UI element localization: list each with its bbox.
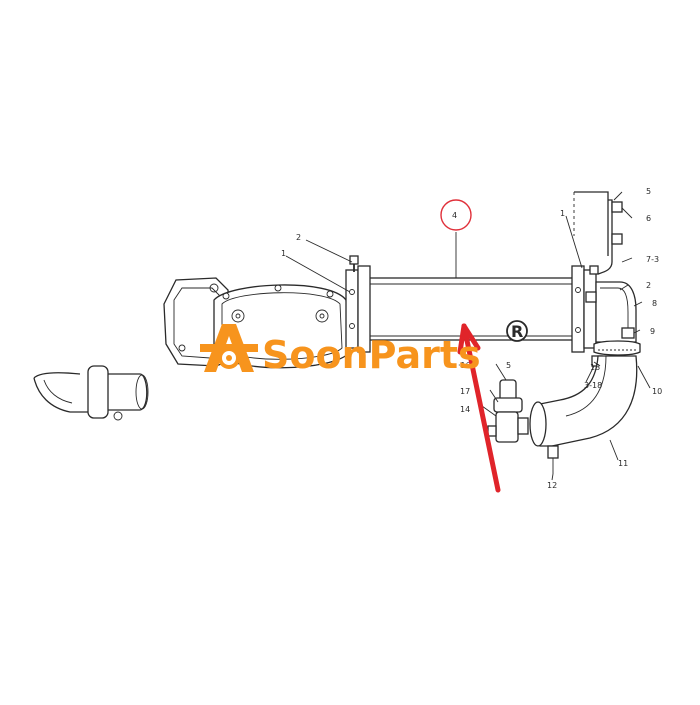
callout-5-mid: 5	[506, 361, 511, 370]
elbow-pipe	[529, 355, 638, 474]
part-highlight-circle	[440, 199, 472, 231]
pipe-clamp	[487, 379, 529, 443]
callout-11: 11	[618, 459, 628, 468]
left-elbow-fragment	[33, 365, 149, 421]
registered-mark-icon	[506, 320, 528, 342]
callout-5-top: 5	[646, 187, 651, 196]
callout-1-left: 1	[281, 249, 286, 258]
callout-2-left: 2	[296, 233, 301, 242]
callout-7-3: 7-3	[646, 255, 659, 264]
callout-6: 6	[646, 214, 651, 223]
main-body-cylinder	[365, 277, 587, 341]
right-body-flange	[571, 265, 597, 353]
registered-mark-letter: R	[511, 322, 523, 341]
callout-2-right: 2	[646, 281, 651, 290]
callout-10: 10	[652, 387, 662, 396]
soonparts-watermark: SoonParts R	[200, 320, 528, 377]
support-bracket	[573, 191, 623, 275]
callout-3-18: 3-18	[584, 381, 602, 390]
callout-12: 12	[547, 481, 557, 490]
callout-16: ·16	[458, 361, 471, 370]
callout-9: 9	[650, 327, 655, 336]
callout-4: 4	[452, 211, 457, 220]
leader-lines	[285, 191, 651, 481]
red-pointer-arrow	[457, 323, 501, 493]
callout-17: 17	[460, 387, 470, 396]
callout-14: 14	[460, 405, 470, 414]
callout-1-right: 1	[560, 209, 565, 218]
outlet-housing	[585, 281, 637, 343]
callout-8: 8	[652, 299, 657, 308]
callout-13: 13	[590, 363, 600, 372]
part-callouts: 1 2 4 1 5 6 7-3 2 8 9 10 13 3-18 11 12 5…	[281, 187, 662, 490]
soonparts-brand-text: SoonParts	[262, 333, 481, 377]
soonparts-logo-icon	[200, 324, 258, 372]
left-body-flange	[345, 255, 371, 353]
